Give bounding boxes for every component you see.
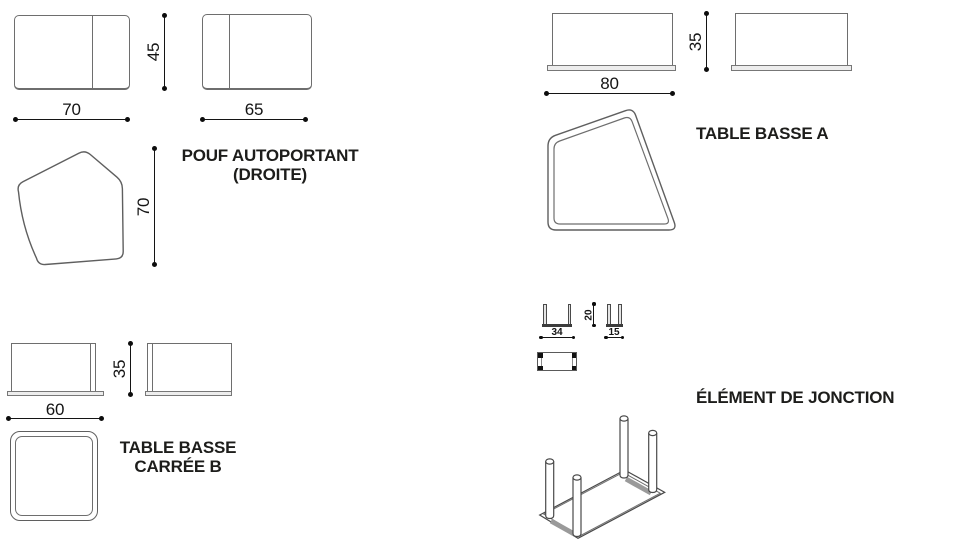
pouf-front-seam (92, 16, 93, 88)
table-a-front-base (547, 65, 676, 71)
pouf-side-seam (229, 15, 230, 88)
dimension-line (606, 337, 622, 338)
dimension-endpoint-dot (161, 13, 167, 18)
table-a-side-view (735, 13, 848, 66)
dimension-endpoint-dot (620, 335, 624, 339)
dimension-endpoint-dot (539, 335, 543, 339)
pouf-title-line1: POUF AUTOPORTANT (181, 146, 359, 165)
dimension-value: 35 (686, 32, 705, 51)
table-b-top-view-inner-edge (15, 436, 93, 516)
table-b-top-view (10, 431, 98, 521)
dimension-endpoint-dot (125, 116, 130, 122)
pouf-title: POUF AUTOPORTANT (DROITE) (162, 146, 378, 184)
pouf-front-width-dimension: 70 (13, 100, 130, 122)
dimension-endpoint-dot (604, 335, 608, 339)
pouf-side-width-dimension: 65 (200, 100, 308, 122)
dimension-endpoint-dot (151, 262, 157, 267)
table-b-width-dimension: 60 (6, 400, 104, 421)
dimension-endpoint-dot (6, 415, 11, 421)
table-b-side-base (145, 391, 232, 396)
jonction-narrow-channel-view (606, 304, 623, 327)
dimension-line (8, 418, 102, 419)
table-b-title-line1: TABLE BASSE (119, 438, 237, 457)
table-a-front-view (552, 13, 673, 66)
dimension-endpoint-dot (703, 11, 709, 16)
jonction-isometric-view (538, 415, 666, 539)
plate-edge-line (541, 354, 542, 369)
table-a-side-base (731, 65, 852, 71)
table-b-side-view (147, 343, 232, 392)
dimension-line (154, 148, 155, 265)
dimension-endpoint-dot (99, 415, 104, 421)
dimension-endpoint-dot (151, 146, 157, 151)
dimension-endpoint-dot (127, 341, 133, 346)
plate-pin (538, 365, 543, 370)
pouf-front-view (14, 15, 130, 90)
jonction-wide-channel-view (542, 304, 572, 327)
table-a-title: TABLE BASSE A (696, 124, 829, 143)
jonction-height-dimension: 20 (581, 302, 596, 327)
dimension-value: 65 (244, 100, 264, 119)
dimension-endpoint-dot (161, 86, 167, 91)
pouf-height-dimension: 45 (141, 13, 167, 91)
plate-pin (571, 365, 576, 370)
channel-leg (567, 304, 571, 326)
dimension-line (706, 13, 707, 70)
dimension-value: 15 (608, 327, 620, 338)
channel-base (542, 324, 572, 327)
dimension-line (593, 304, 594, 325)
jonction-title: ÉLÉMENT DE JONCTION (696, 388, 895, 407)
dimension-value: 70 (134, 197, 153, 216)
table-b-front-view (11, 343, 96, 392)
dimension-line (541, 337, 573, 338)
dimension-endpoint-dot (592, 323, 596, 327)
dimension-endpoint-dot (127, 392, 133, 397)
dimension-line (130, 343, 131, 395)
pouf-title-line2: (DROITE) (233, 165, 307, 184)
plate-pin (571, 353, 576, 358)
dimension-line (15, 119, 128, 120)
dimension-value: 34 (551, 327, 563, 338)
jonction-plate-top-view (537, 352, 577, 371)
dimension-value: 60 (45, 400, 65, 419)
table-b-front-seam (90, 344, 91, 391)
table-b-height-dimension: 35 (107, 341, 133, 397)
dimension-endpoint-dot (303, 116, 308, 122)
dimension-endpoint-dot (13, 116, 18, 122)
dimension-value: 45 (144, 42, 163, 62)
dimension-value: 70 (62, 100, 81, 119)
dimension-endpoint-dot (670, 90, 675, 96)
dimension-endpoint-dot (200, 116, 205, 122)
pouf-side-view (202, 14, 312, 90)
channel-leg (607, 304, 611, 326)
dimension-line (546, 93, 673, 94)
table-b-side-seam (152, 344, 153, 391)
dimension-endpoint-dot (544, 90, 549, 96)
dimension-line (202, 119, 306, 120)
channel-base (606, 324, 623, 327)
table-b-title-line2: CARRÉE B (134, 457, 222, 476)
jonction-outer-width-dimension: 34 (539, 327, 575, 340)
table-a-height-dimension: 35 (683, 11, 709, 72)
dimension-line (164, 15, 165, 89)
dimension-endpoint-dot (571, 335, 575, 339)
dimension-endpoint-dot (703, 67, 709, 72)
table-b-front-base (7, 391, 104, 396)
table-a-top-view (547, 109, 676, 231)
pouf-top-view (17, 151, 124, 266)
jonction-inner-width-dimension: 15 (604, 327, 624, 340)
pouf-depth-dimension: 70 (131, 146, 157, 267)
dimension-value: 35 (110, 359, 129, 379)
dimension-value: 80 (600, 74, 619, 93)
plate-edge-line (572, 354, 573, 369)
plate-pin (538, 353, 543, 358)
table-a-width-dimension: 80 (544, 74, 675, 96)
channel-leg (543, 304, 547, 326)
channel-leg (618, 304, 622, 326)
dimension-endpoint-dot (592, 302, 596, 306)
table-b-title: TABLE BASSE CARRÉE B (110, 438, 246, 476)
